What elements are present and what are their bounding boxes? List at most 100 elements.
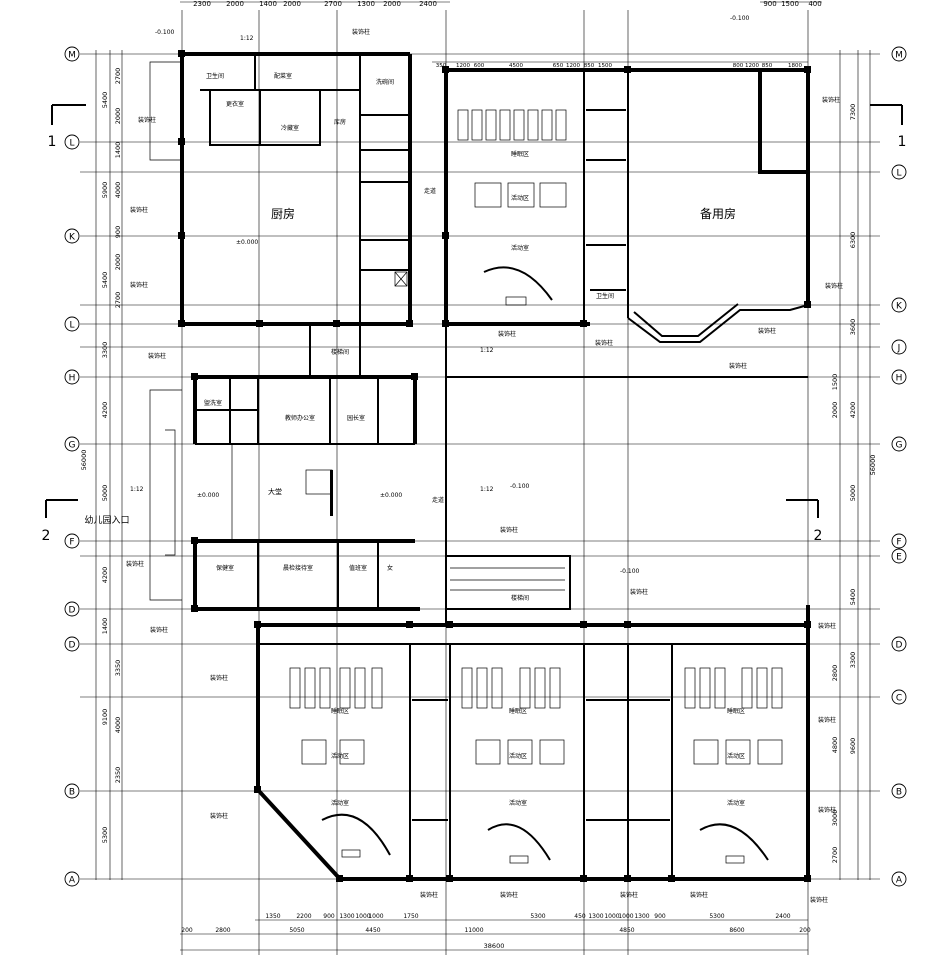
axis-marker-left-k: K [64, 228, 80, 244]
svg-text:装饰柱: 装饰柱 [500, 526, 518, 534]
axis-marker-right-b: B [891, 783, 907, 799]
svg-text:装饰柱: 装饰柱 [818, 622, 836, 630]
svg-text:8600: 8600 [729, 927, 744, 934]
svg-text:2700: 2700 [831, 847, 839, 864]
svg-text:3350: 3350 [114, 660, 122, 677]
svg-text:2000: 2000 [383, 0, 401, 8]
svg-text:4850: 4850 [619, 927, 634, 934]
room-label-toilet-kitchen: 卫生间 [206, 72, 224, 80]
svg-text:装饰柱: 装饰柱 [729, 362, 747, 370]
svg-text:4800: 4800 [831, 737, 839, 754]
left-total-dimension: 56000 [80, 450, 88, 471]
svg-text:2700: 2700 [324, 0, 342, 8]
axis-marker-left-g: G [64, 436, 80, 452]
svg-text:1000: 1000 [604, 913, 619, 920]
svg-text:C: C [896, 694, 902, 704]
svg-text:4450: 4450 [365, 927, 380, 934]
svg-text:7300: 7300 [849, 104, 857, 121]
svg-text:2350: 2350 [114, 767, 122, 784]
svg-text:450: 450 [574, 913, 586, 920]
room-label-female: 女 [387, 564, 393, 572]
svg-text:D: D [896, 641, 903, 651]
svg-text:650: 650 [553, 63, 564, 69]
svg-text:A: A [69, 876, 76, 886]
level-kitchen: ±0.000 [236, 239, 258, 246]
svg-text:5900: 5900 [101, 182, 109, 199]
slope-top: 1:12 [240, 35, 254, 42]
svg-text:350: 350 [436, 63, 447, 69]
svg-text:1400: 1400 [114, 142, 122, 159]
section-2-left: 2 [42, 528, 51, 544]
svg-text:2300: 2300 [193, 0, 211, 8]
svg-text:装饰柱: 装饰柱 [130, 206, 148, 214]
svg-text:9100: 9100 [101, 709, 109, 726]
svg-text:B: B [69, 788, 75, 798]
left-dimensions: 2700 5400 2000 1400 5900 4000 900 2000 5… [80, 50, 123, 880]
svg-text:900: 900 [323, 913, 335, 920]
svg-text:D: D [69, 606, 76, 616]
right-total-dimension: 56000 [869, 455, 877, 476]
svg-text:1200: 1200 [745, 63, 759, 69]
room-label-storage: 库房 [334, 118, 346, 126]
svg-text:4000: 4000 [114, 182, 122, 199]
svg-text:M: M [895, 51, 903, 61]
svg-text:1800: 1800 [788, 63, 802, 69]
svg-text:1000: 1000 [355, 913, 370, 920]
svg-text:2000: 2000 [114, 254, 122, 271]
room-label-duty: 值班室 [349, 564, 367, 572]
svg-text:1300: 1300 [339, 913, 354, 920]
bottom-total-dimension: 38600 [484, 942, 505, 950]
svg-text:5400: 5400 [849, 589, 857, 606]
svg-text:H: H [69, 374, 76, 384]
room-label-activity-area-1: 活动区 [511, 194, 529, 202]
bottom-block-walls [256, 605, 810, 881]
room-label-lobby: 大堂 [268, 487, 282, 496]
right-dimensions: 7300 6300 3600 1500 4200 5000 2000 5400 … [831, 50, 877, 880]
svg-text:900: 900 [114, 226, 122, 238]
axis-marker-right-a: A [891, 871, 907, 887]
svg-text:5300: 5300 [709, 913, 724, 920]
slope-corridor: 1:12 [480, 486, 494, 493]
svg-text:900: 900 [763, 0, 776, 8]
svg-text:1000: 1000 [368, 913, 383, 920]
level-annotations: ±0.000 -0.100 ±0.000 ±0.000 -0.100 -0.10… [130, 15, 750, 575]
section-markers: 1 1 2 2 [42, 104, 906, 544]
svg-text:A: A [896, 876, 903, 886]
room-label-infirmary: 保健室 [216, 564, 234, 572]
axis-marker-right-g: G [891, 436, 907, 452]
svg-text:200: 200 [181, 927, 193, 934]
svg-text:900: 900 [654, 913, 666, 920]
svg-text:2000: 2000 [283, 0, 301, 8]
svg-text:3000: 3000 [831, 810, 839, 827]
corridor-walls [445, 324, 808, 625]
axis-marker-left-d1: D [64, 601, 80, 617]
room-label-toilet-classroom: 卫生间 [596, 292, 614, 300]
section-1-left: 1 [48, 134, 57, 150]
svg-text:装饰柱: 装饰柱 [420, 891, 438, 899]
level-top-right: -0.100 [730, 15, 750, 22]
room-label-activity-room-1: 活动室 [511, 244, 529, 252]
svg-text:5300: 5300 [101, 827, 109, 844]
svg-text:G: G [896, 441, 903, 451]
room-label-activity-room-3: 活动室 [509, 799, 527, 807]
svg-text:装饰柱: 装饰柱 [810, 896, 828, 904]
room-label-activity-area-3: 活动区 [509, 752, 527, 760]
level-lobby: ±0.000 [380, 492, 402, 499]
svg-text:D: D [69, 641, 76, 651]
svg-text:J: J [897, 344, 901, 354]
axis-marker-left-f: F [64, 533, 80, 549]
decor-column-labels: 装饰柱 装饰柱 装饰柱 装饰柱 装饰柱 装饰柱 装饰柱 装饰柱 装饰柱 装饰柱 … [126, 28, 843, 904]
svg-text:1300: 1300 [588, 913, 603, 920]
svg-text:装饰柱: 装饰柱 [130, 281, 148, 289]
svg-text:L: L [69, 139, 74, 149]
axis-marker-right-m: M [891, 46, 907, 62]
level-corridor: -0.100 [510, 483, 530, 490]
svg-text:4500: 4500 [509, 63, 523, 69]
svg-text:5400: 5400 [101, 272, 109, 289]
svg-text:600: 600 [474, 63, 485, 69]
axis-marker-left-b: B [64, 783, 80, 799]
room-label-sleeping-3: 睡眠区 [509, 707, 527, 715]
room-label-activity-room-4: 活动室 [727, 799, 745, 807]
svg-text:5300: 5300 [530, 913, 545, 920]
